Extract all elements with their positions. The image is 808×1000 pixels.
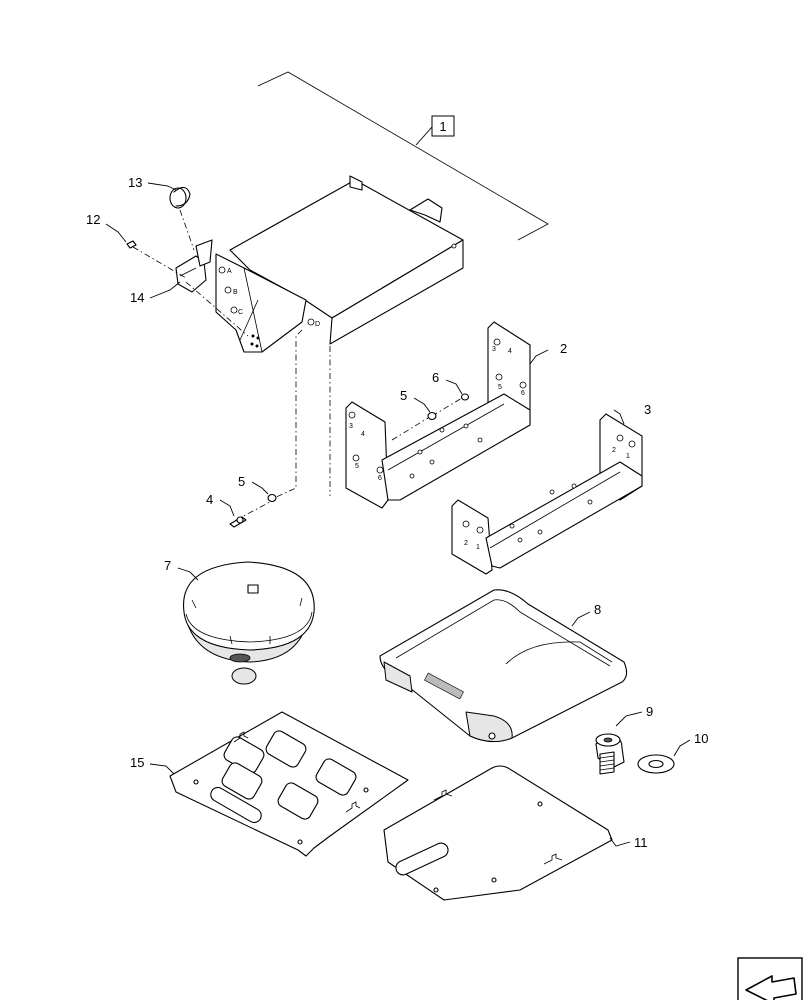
bracket-part-3: 2 1 2 1 (451, 413, 643, 575)
callout-14: 14 (130, 290, 144, 305)
callout-10: 9 (646, 704, 653, 719)
centerline-tray-to-bolt (273, 329, 331, 499)
callouts: 13 12 14 2 3 6 5 5 4 7 8 9 10 15 11 (86, 175, 708, 850)
bracket3-mark-2b: 2 (464, 540, 468, 547)
bracket2-mark-6: 6 (521, 390, 525, 397)
bracket3-mark-2: 2 (612, 447, 616, 454)
bracket2-mark-4b: 4 (361, 431, 365, 438)
base-plate-9 (383, 765, 613, 901)
tray-mark-c: C (238, 309, 243, 316)
bracket3-mark-1b: 1 (476, 544, 480, 551)
assembly-number-1: 1 (439, 119, 446, 134)
callout-2: 2 (560, 341, 567, 356)
callout-11: 10 (694, 731, 708, 746)
controller-unit (379, 589, 628, 743)
tray-mark-d: D (315, 321, 320, 328)
callout-13: 13 (128, 175, 142, 190)
callout-15: 15 (130, 755, 144, 770)
bracket3-mark-1: 1 (626, 453, 630, 460)
bracket2-mark-3b: 3 (349, 423, 353, 430)
callout-8: 8 (594, 602, 601, 617)
callout-6: 6 (432, 370, 439, 385)
hardware-4-5-6 (229, 393, 470, 528)
callout-7: 7 (164, 558, 171, 573)
centerline-bracket2 (235, 397, 463, 521)
bracket2-mark-3: 3 (492, 346, 496, 353)
bracket2-mark-6b: 6 (378, 475, 382, 482)
bracket-part-2: 3 4 5 6 3 4 5 6 (345, 321, 531, 509)
callout-4: 4 (206, 492, 213, 507)
gps-antenna-dome (182, 561, 315, 685)
callout-5a: 5 (400, 388, 407, 403)
callout-12: 12 (86, 212, 100, 227)
callout-3: 3 (644, 402, 651, 417)
mounting-plate-15 (169, 711, 409, 857)
bracket2-mark-4: 4 (508, 348, 512, 355)
bolt-and-washer (595, 733, 675, 775)
callout-5b: 5 (238, 474, 245, 489)
bracket2-mark-5b: 5 (355, 463, 359, 470)
assembly-bracket: 1 (257, 71, 549, 241)
callout-9: 11 (634, 835, 648, 850)
mounting-tray: A B C D (215, 175, 464, 353)
next-page-arrow-icon[interactable] (737, 957, 803, 1000)
bracket2-mark-5: 5 (498, 384, 502, 391)
tray-mark-b: B (233, 289, 238, 296)
tray-mark-a: A (227, 268, 232, 275)
